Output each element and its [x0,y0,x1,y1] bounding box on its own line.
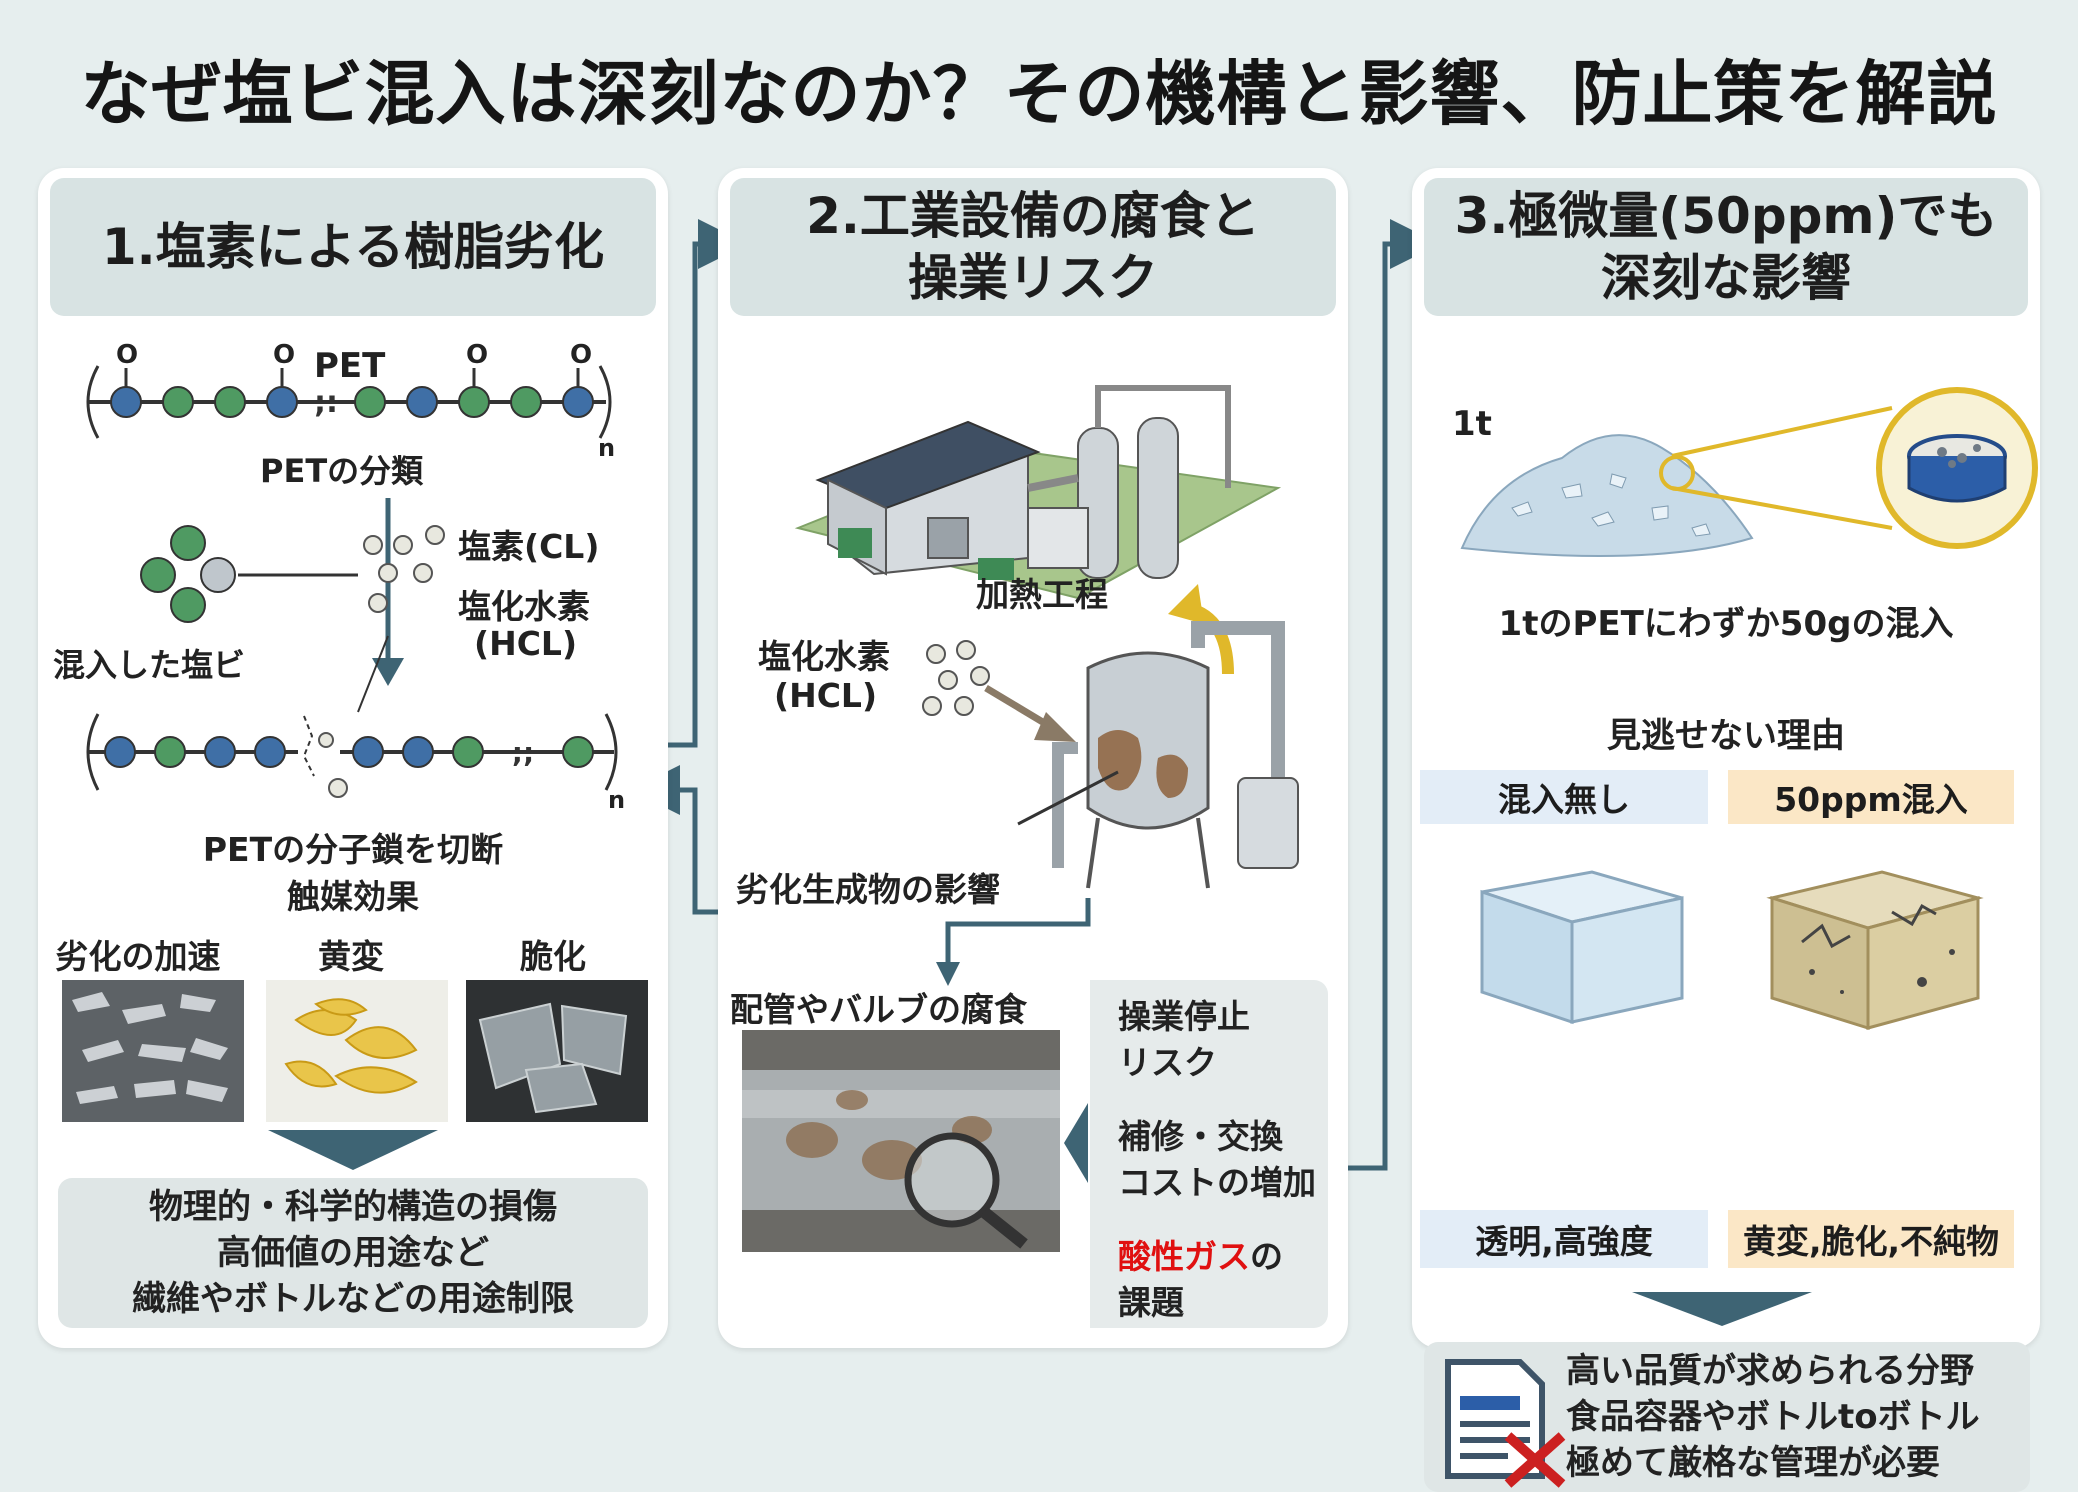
yellowed-cracked-cube-illustration [1766,870,1984,1031]
summary-line3: 繊維やボトルなどの用途制限 [132,1279,574,1319]
panel-equipment-corrosion: 2.工業設備の腐食と 操業リスク 加熱工程 塩化水素 (HCL) [718,168,1348,1348]
with-mix-tag: 50ppm混入 [1728,770,2014,824]
down-chevron-icon-p3 [1632,1292,1812,1326]
oxygen-label-3: O [466,340,489,370]
pvc-mixed-label: 混入した塩ビ [53,646,246,684]
left-chevron-icon [1064,1103,1088,1183]
down-chevron-icon [268,1130,438,1170]
panel1-heading: 1.塩素による樹脂劣化 [50,178,656,316]
chlorine-dots-icon [363,525,445,613]
panel-resin-degradation: 1.塩素による樹脂劣化 PET ;: O O O O n PETの分類 [38,168,668,1348]
effect-label-embrittlement: 脆化 [520,937,586,976]
pet-label: PET [314,346,386,386]
panel3-heading-line1: 3.極微量(50ppm)でも [1454,187,1998,245]
hcl-label-line2: (HCL) [474,624,578,663]
page-title: なぜ塩ビ混入は深刻なのか？その機構と影響、防止策を解説 [80,53,1998,135]
hcl-input-arrow [984,684,1076,742]
panel-trace-impact: 3.極微量(50ppm)でも 深刻な影響 1t 1tのPETにわずか50gの混入… [1412,168,2040,1492]
risk3-line2: 課題 [1118,1283,1184,1322]
chain-cut-line2: 触媒効果 [287,877,419,916]
clear-cube-illustration [1480,870,1684,1025]
one-ton-label: 1t [1452,404,1492,444]
pet-chain-diagram: ;: [86,365,612,439]
svg-text:;;: ;; [512,736,534,769]
oxygen-label-1: O [116,340,139,370]
hcl-label-p2-line1: 塩化水素 [758,637,890,676]
mix-caption: 1tのPETにわずか50gの混入 [1498,604,1954,644]
degraded-flakes-image [62,980,244,1122]
rejected-document-icon [1445,1359,1566,1488]
hcl-label-line1: 塩化水素 [458,587,590,626]
chlorine-label: 塩素(CL) [458,527,600,566]
no-mix-result-tag: 透明,高強度 [1420,1210,1708,1268]
pipe-corrosion-label: 配管やバルブの腐食 [730,990,1027,1029]
summary-line1: 物理的・科学的構造の損傷 [149,1187,557,1227]
panel1-summary: 物理的・科学的構造の損傷 高価値の用途など 繊維やボトルなどの用途制限 [58,1178,648,1328]
conclusion-line3: 極めて厳格な管理が必要 [1566,1443,1940,1483]
conclusion-line1: 高い品質が求められる分野 [1566,1351,1974,1391]
with-mix-result-tag: 黄変,脆化,不純物 [1728,1210,2014,1268]
degradation-pointer [1017,770,1119,826]
corroded-pipe-image [742,1030,1060,1252]
broken-pet-chain-diagram: ;; [86,635,618,798]
panel2-heading-line1: 2.工業設備の腐食と [806,187,1260,245]
panel3-heading-line2: 深刻な影響 [1601,249,1851,307]
conclusion-line2: 食品容器やボトルtoボトル [1566,1397,1980,1437]
subscript-n-2: n [608,786,626,814]
risk1-line2: リスク [1118,1043,1217,1082]
pvc-molecule-icon [140,525,358,623]
reason-label: 見逃せない理由 [1607,716,1845,756]
risk2-line2: コストの増加 [1118,1163,1316,1202]
oxygen-label-2: O [273,340,296,370]
factory-illustration [794,385,1282,600]
flake-pile-illustration [1460,387,2038,557]
brittle-fragments-image [466,980,648,1122]
subscript-n-1: n [598,434,616,462]
pet-caption: PETの分類 [260,452,424,490]
degradation-products-label: 劣化生成物の影響 [736,870,1000,909]
hcl-dots-icon [922,640,990,716]
down-right-arrow [936,898,1091,986]
summary-line2: 高価値の用途など [217,1233,489,1273]
effect-label-yellowing: 黄変 [318,937,384,976]
risk3-suffix: の [1250,1237,1283,1276]
effect-label-acceleration: 劣化の加速 [55,937,221,976]
chain-cut-line1: PETの分子鎖を切断 [202,830,504,869]
risk1-line1: 操業停止 [1118,997,1250,1036]
reactor-vessel-illustration [1052,621,1299,889]
panel2-heading-line2: 操業リスク [908,249,1158,307]
panel3-heading: 3.極微量(50ppm)でも 深刻な影響 [1424,178,2028,316]
hcl-label-p2-line2: (HCL) [774,676,878,715]
risk2-line1: 補修・交換 [1118,1117,1283,1156]
risk-box: 操業停止 リスク 補修・交換 コストの増加 酸性ガスの 課題 [1090,980,1328,1328]
connector-p2-to-p3 [1348,219,1440,1171]
panel2-heading: 2.工業設備の腐食と 操業リスク [730,178,1336,316]
acid-gas-text: 酸性ガス [1118,1237,1250,1276]
no-mix-tag: 混入無し [1420,770,1708,824]
svg-text:;:: ;: [314,385,338,420]
heating-process-label: 加熱工程 [976,575,1108,614]
yellowed-flakes-image [266,980,448,1122]
oxygen-label-4: O [570,340,593,370]
